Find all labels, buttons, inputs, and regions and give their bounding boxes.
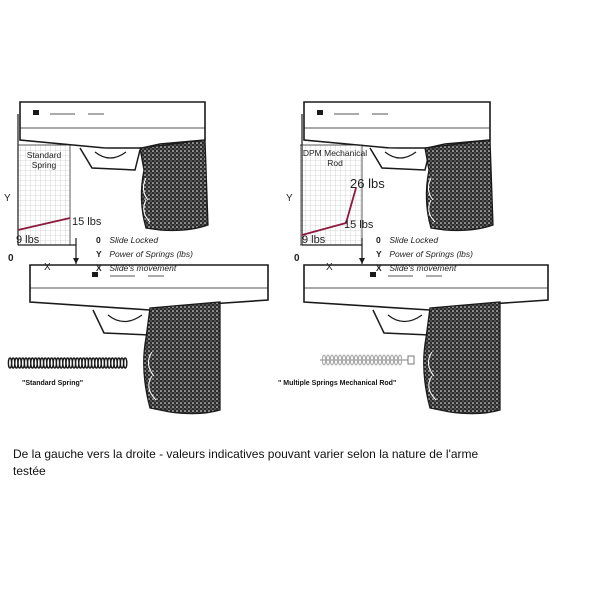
rod-force-line <box>301 187 357 236</box>
y-axis-label: Y <box>286 193 293 204</box>
pistol-bottom-icon <box>29 264 269 415</box>
origin-label: 0 <box>8 253 14 264</box>
start-force-label: 9 lbs <box>16 234 40 246</box>
legend-row-spring-power: Y Power of Springs (lbs) <box>376 249 473 259</box>
standard-force-line <box>17 217 71 231</box>
legend-row-spring-power: Y Power of Springs (lbs) <box>96 249 193 259</box>
graph-title: DPM Mechanical Rod <box>302 148 368 168</box>
x-axis-label: X <box>44 262 51 273</box>
mid-force-label: 15 lbs <box>344 219 374 231</box>
legend-text: Slide's movement <box>389 263 457 273</box>
mechanical-rod-drawing <box>300 101 549 415</box>
legend-text: Power of Springs (lbs) <box>389 249 473 259</box>
legend-text: Slide's movement <box>109 263 177 273</box>
standard-spring-icon <box>7 357 128 369</box>
legend-key: Y <box>96 249 102 259</box>
standard-spring-drawing <box>7 101 269 415</box>
legend-key: 0 <box>376 235 381 245</box>
legend-row-slide-locked: 0 Slide Locked <box>376 235 438 245</box>
pistol-top-icon <box>19 101 209 232</box>
legend-text: Slide Locked <box>389 235 439 245</box>
legend-row-slide-locked: 0 Slide Locked <box>96 235 158 245</box>
legend-row-slide-movement: X Slide's movement <box>376 263 456 273</box>
start-force-label: 9 lbs <box>302 234 326 246</box>
legend-key: X <box>96 263 102 273</box>
graph-title: Standard Spring <box>26 150 62 170</box>
spring-caption: " Multiple Springs Mechanical Rod" <box>278 380 397 387</box>
force-graph <box>300 114 365 264</box>
figure-caption: De la gauche vers la droite - valeurs in… <box>13 447 479 478</box>
peak-force-label: 26 lbs <box>350 176 385 191</box>
legend-text: Slide Locked <box>109 235 159 245</box>
force-graph <box>17 114 79 264</box>
legend-text: Power of Springs (lbs) <box>109 249 193 259</box>
end-force-label: 15 lbs <box>72 216 102 228</box>
origin-label: 0 <box>294 253 300 264</box>
y-axis-label: Y <box>4 193 11 204</box>
legend-key: Y <box>376 249 382 259</box>
spring-caption: "Standard Spring" <box>22 380 84 387</box>
mechanical-rod-panel: DPM Mechanical Rod Y 9 lbs 15 lbs 26 lbs… <box>278 90 600 420</box>
legend-key: 0 <box>96 235 101 245</box>
legend-key: X <box>376 263 382 273</box>
multiple-springs-rod-icon <box>320 354 415 366</box>
pistol-bottom-icon <box>303 264 549 415</box>
pistol-top-icon <box>303 101 494 232</box>
legend-row-slide-movement: X Slide's movement <box>96 263 176 273</box>
x-axis-label: X <box>326 262 333 273</box>
standard-spring-panel: Standard Spring Y 9 lbs 15 lbs 0 X 0 Sli… <box>0 90 300 420</box>
